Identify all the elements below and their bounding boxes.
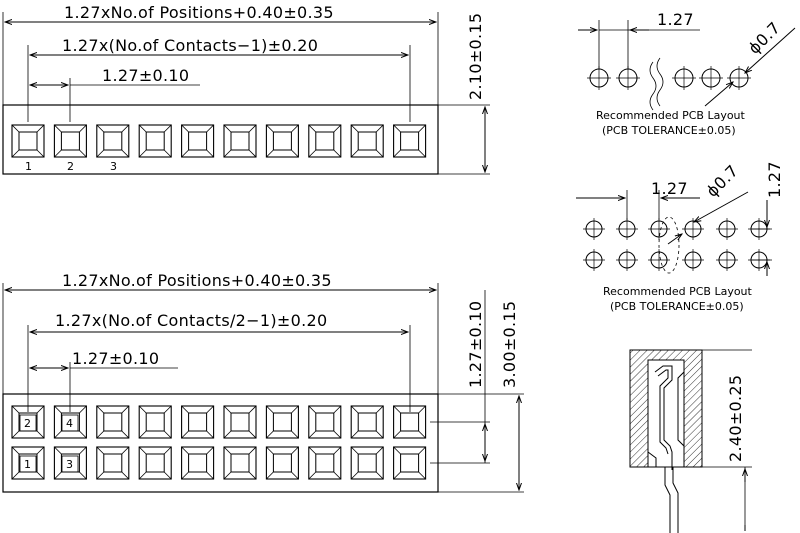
double-pin-socket-top: [350, 405, 384, 439]
pcb-single-tolerance: (PCB TOLERANCE±0.05): [602, 124, 736, 137]
side-view: 2.40±0.25: [629, 349, 752, 533]
pcb-single-holes: [587, 66, 751, 90]
pcb-single-pitch-dim: 1.27: [657, 10, 694, 29]
double-height-dim: 3.00±0.15: [500, 301, 519, 388]
pcb-hole-highlight: [658, 216, 680, 274]
pcb-single-hole-dim: ϕ0.7: [744, 18, 784, 58]
pcb-layout-double: 1.27 1.27 ϕ0.7 Recommended PCB Layout (P…: [576, 161, 784, 313]
pcb-hole: [682, 249, 704, 271]
single-pin-socket: [265, 124, 299, 158]
double-pin-socket-bottom: [393, 446, 427, 480]
boxed-pin-label-2: 2: [19, 414, 37, 432]
pcb-hole: [672, 66, 696, 90]
pcb-layout-single: 1.27 ϕ0.7 Recommended PCB Layout (PCB TO…: [578, 10, 796, 137]
pcb-double-tolerance: (PCB TOLERANCE±0.05): [610, 300, 744, 313]
double-pin-socket-top: [393, 405, 427, 439]
double-pin-socket-top: [223, 405, 257, 439]
double-contacts-dim: 1.27x(No.of Contacts/2−1)±0.20: [55, 311, 327, 330]
single-row-pins: [11, 124, 427, 158]
svg-text:3: 3: [66, 458, 73, 471]
single-pin-socket: [11, 124, 45, 158]
single-pin-socket: [223, 124, 257, 158]
boxed-pin-label-3: 3: [61, 455, 79, 473]
double-pin-socket-top: [53, 405, 87, 439]
boxed-pin-label-1: 1: [19, 455, 37, 473]
single-pin-socket: [53, 124, 87, 158]
pcb-hole: [648, 218, 670, 240]
pcb-double-pitch-dim: 1.27: [651, 179, 688, 198]
double-pin-socket-bottom: [11, 446, 45, 480]
double-pin-socket-bottom: [181, 446, 215, 480]
double-pin-socket-bottom: [350, 446, 384, 480]
single-positions-dim: 1.27xNo.of Positions+0.40±0.35: [64, 3, 334, 22]
boxed-pin-label-4: 4: [61, 414, 79, 432]
pcb-double-hole-dim: ϕ0.7: [702, 161, 742, 201]
double-pin-socket-top: [96, 405, 130, 439]
single-row-view: 1.27xNo.of Positions+0.40±0.35 1.27x(No.…: [2, 3, 490, 175]
double-pitch-dim: 1.27±0.10: [72, 349, 159, 368]
side-height-dim: 2.40±0.25: [726, 375, 745, 462]
pcb-hole: [699, 66, 723, 90]
double-pin-socket-top: [265, 405, 299, 439]
pcb-hole: [716, 218, 738, 240]
single-pin-socket: [350, 124, 384, 158]
double-pin-socket-bottom: [223, 446, 257, 480]
pcb-hole: [583, 218, 605, 240]
pcb-hole: [616, 218, 638, 240]
single-height-dim: 2.10±0.15: [466, 13, 485, 100]
double-row-pitch-dim: 1.27±0.10: [466, 301, 485, 388]
pin-label-3: 3: [110, 160, 117, 173]
svg-text:2: 2: [24, 417, 31, 430]
double-pin-socket-bottom: [265, 446, 299, 480]
double-pin-socket-top: [308, 405, 342, 439]
single-pin-socket: [393, 124, 427, 158]
svg-text:4: 4: [66, 417, 73, 430]
pin-label-2: 2: [67, 160, 74, 173]
double-pin-socket-bottom: [53, 446, 87, 480]
pcb-hole: [583, 249, 605, 271]
single-pin-socket: [181, 124, 215, 158]
pcb-hole: [587, 66, 611, 90]
pin-label-1: 1: [25, 160, 32, 173]
pcb-hole: [682, 218, 704, 240]
double-pin-socket-bottom: [96, 446, 130, 480]
double-pin-socket-bottom: [308, 446, 342, 480]
pcb-hole: [616, 66, 640, 90]
pcb-double-holes: [583, 216, 770, 274]
pcb-single-title: Recommended PCB Layout: [596, 109, 746, 122]
pcb-double-title: Recommended PCB Layout: [603, 285, 753, 298]
double-positions-dim: 1.27xNo.of Positions+0.40±0.35: [62, 271, 332, 290]
double-pin-socket-bottom: [138, 446, 172, 480]
single-pin-socket: [138, 124, 172, 158]
pcb-hole: [716, 249, 738, 271]
double-pin-socket-top: [181, 405, 215, 439]
pcb-hole: [727, 66, 751, 90]
svg-text:1: 1: [24, 458, 31, 471]
double-row-view: 1.27xNo.of Positions+0.40±0.35 1.27x(No.…: [2, 271, 524, 493]
pcb-double-row-pitch-dim: 1.27: [765, 161, 784, 198]
single-contacts-dim: 1.27x(No.of Contacts−1)±0.20: [62, 36, 318, 55]
pcb-hole: [616, 249, 638, 271]
single-pin-socket: [308, 124, 342, 158]
single-pitch-dim: 1.27±0.10: [102, 66, 189, 85]
double-pin-socket-top: [138, 405, 172, 439]
single-pin-socket: [96, 124, 130, 158]
